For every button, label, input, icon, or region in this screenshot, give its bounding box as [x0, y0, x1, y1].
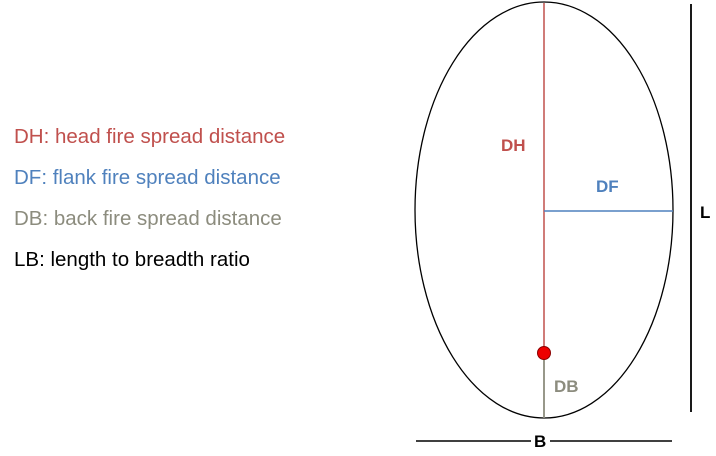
db-label: DB — [554, 377, 579, 396]
df-label: DF — [596, 177, 619, 196]
ignition-point — [537, 346, 551, 360]
legend-item-length-breadth: LB: length to breadth ratio — [14, 248, 250, 271]
legend-item-flank-fire: DF: flank fire spread distance — [14, 166, 281, 189]
legend: DH: head fire spread distance DF: flank … — [14, 116, 285, 280]
legend-item-back-fire: DB: back fire spread distance — [14, 207, 282, 230]
length-label: L — [700, 203, 710, 222]
dh-label: DH — [501, 136, 526, 155]
breadth-label: B — [534, 432, 546, 451]
legend-item-head-fire: DH: head fire spread distance — [14, 125, 286, 148]
